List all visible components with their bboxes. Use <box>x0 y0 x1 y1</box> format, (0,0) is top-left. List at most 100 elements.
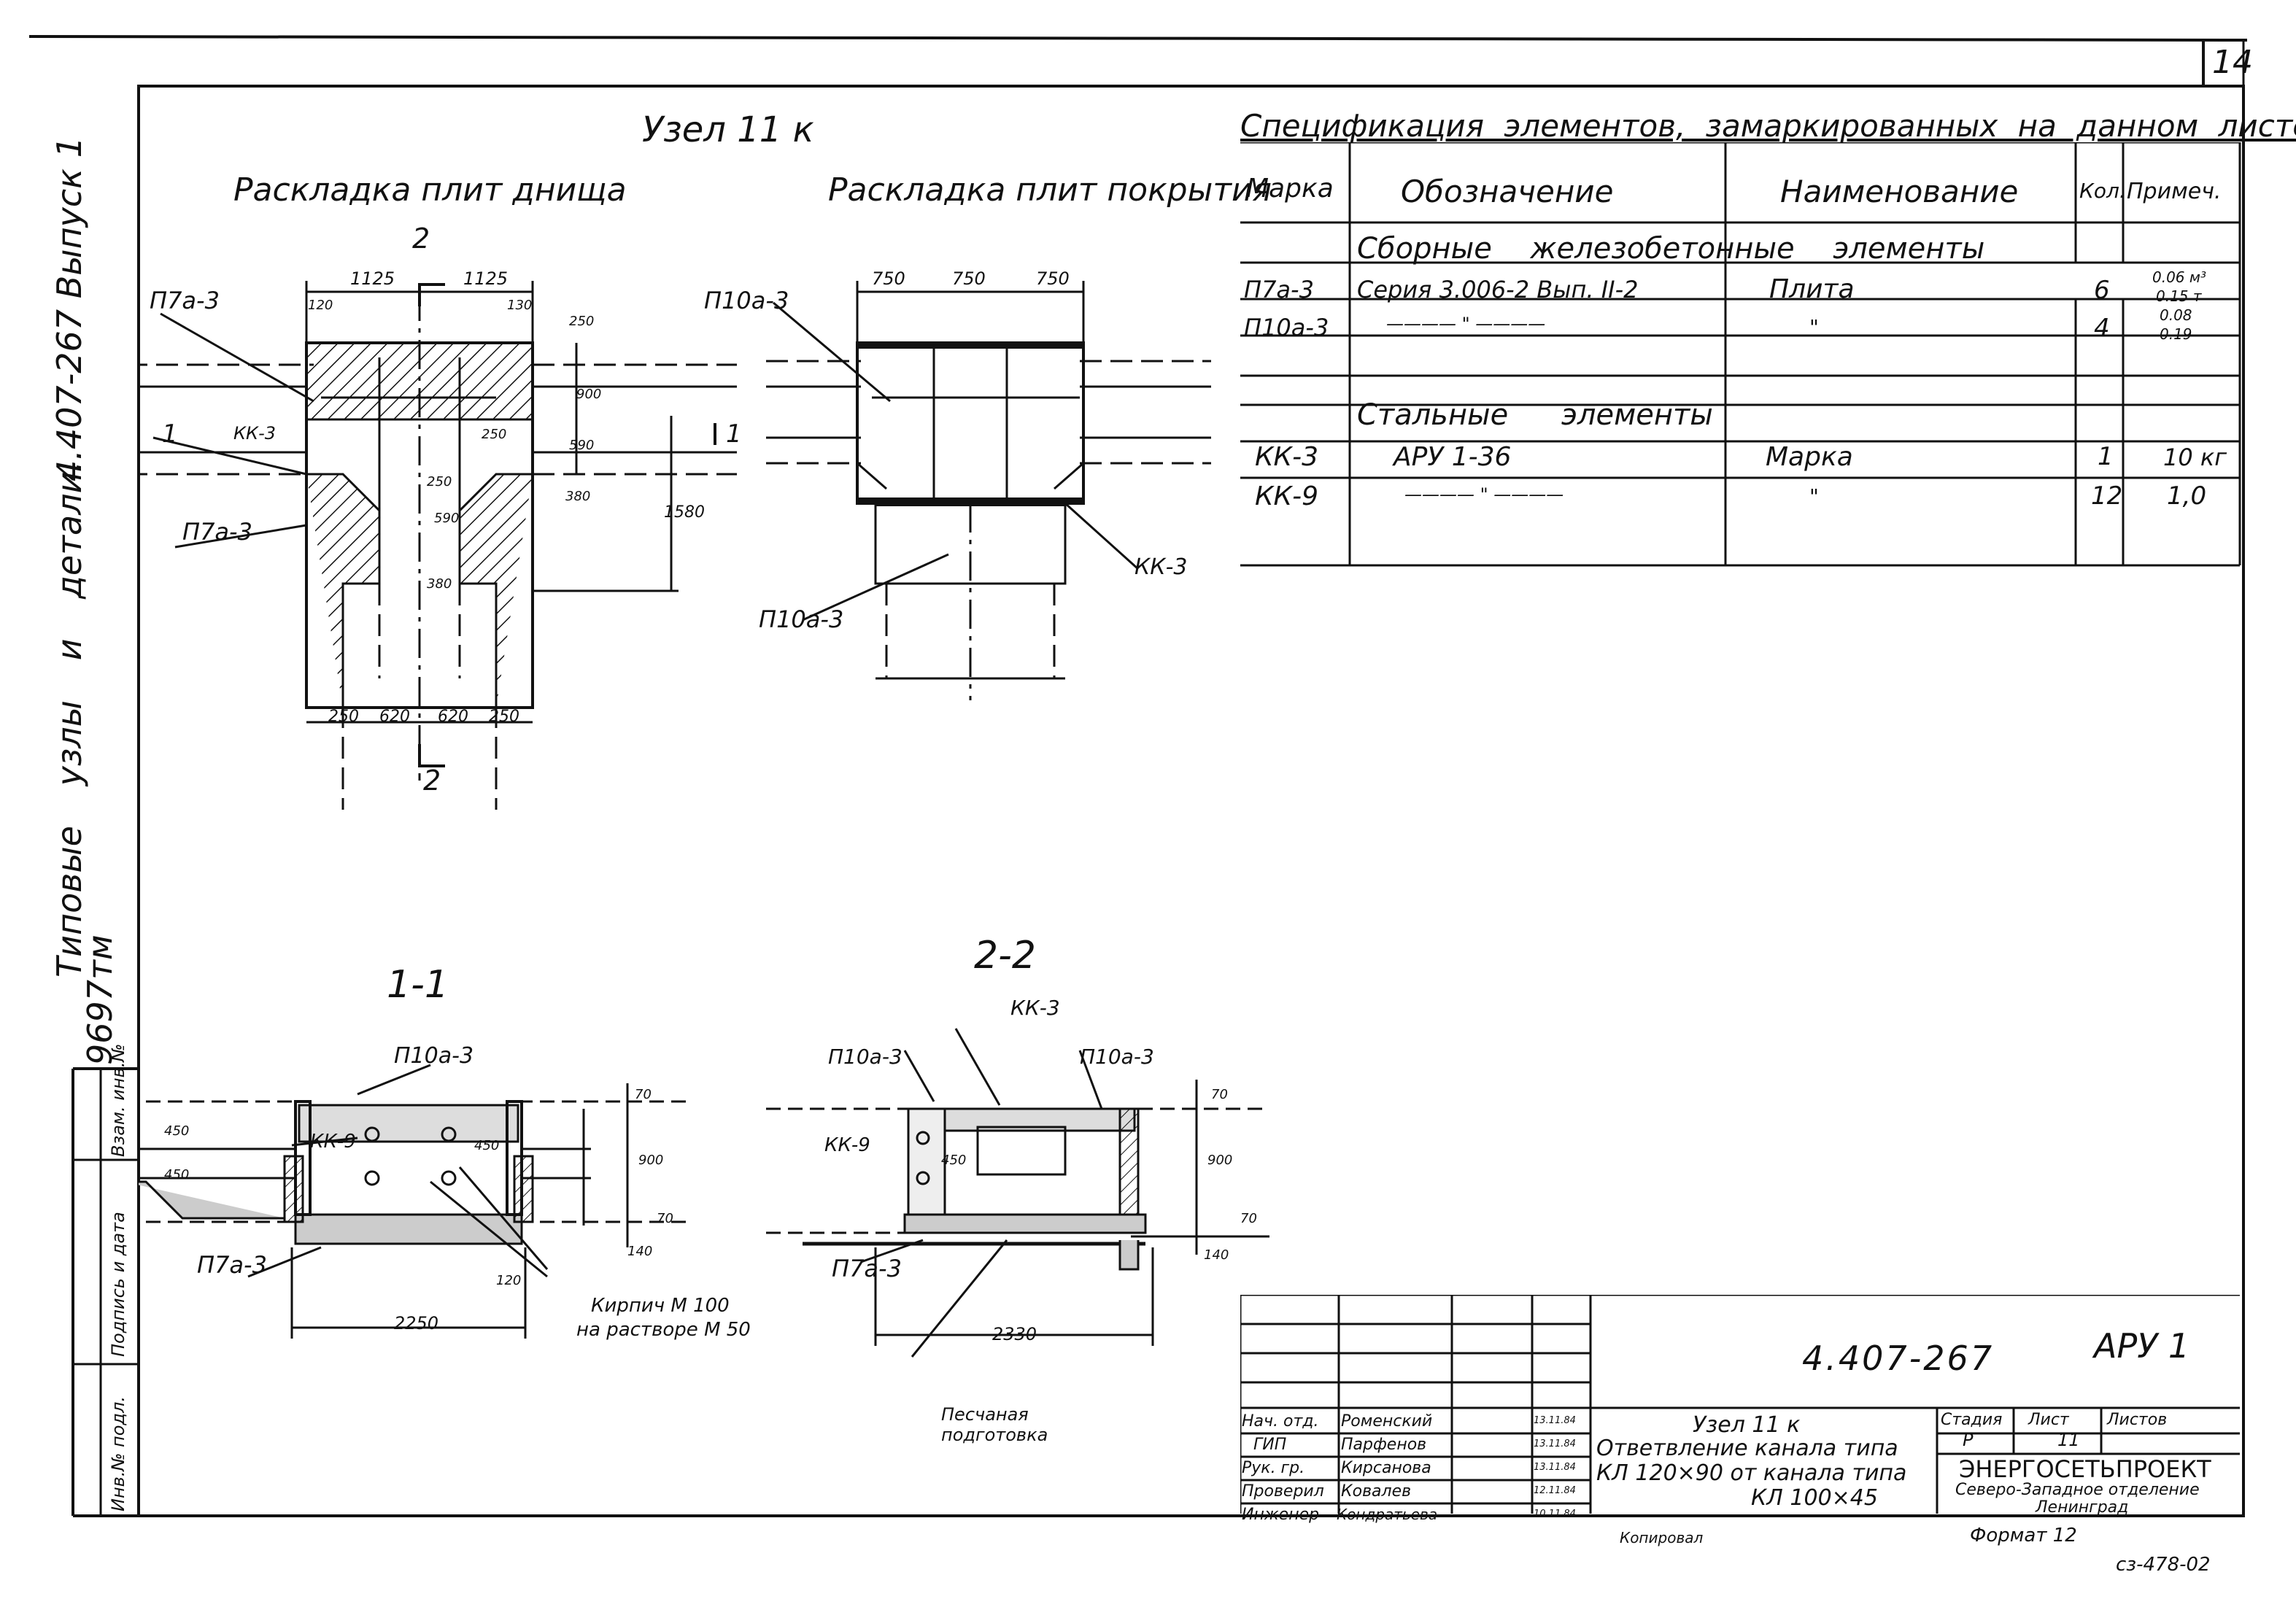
spec-header-qty: Кол. <box>2079 179 2126 203</box>
stamp-signature-date: Подпись и дата <box>108 1212 128 1357</box>
release-label: 4.407-267 Выпуск 1 <box>50 136 89 481</box>
spec-row3-note: 10 кг <box>2163 444 2227 471</box>
spec-header-mark: Марка <box>1246 174 1334 204</box>
title-code: 4.407-267 <box>1802 1339 1995 1378</box>
dim-380b: 380 <box>427 576 452 592</box>
desc-line-1: Ответвление канала типа <box>1596 1436 1898 1461</box>
dim-s1-450b: 450 <box>474 1138 500 1153</box>
dim-cov-750a: 750 <box>872 268 905 289</box>
cover-layout-title: Раскладка плит покрытия <box>828 171 1272 209</box>
desc-line-0: Узел 11 к <box>1693 1412 1801 1438</box>
mark-p10-s22-right: П10а-3 <box>1080 1045 1154 1069</box>
spec-row4-note: 1,0 <box>2167 481 2207 511</box>
mark-kk9-s22: КК-9 <box>824 1134 870 1156</box>
spec-group-steel: Стальные элементы <box>1357 398 1713 432</box>
role-0: Нач. отд. <box>1242 1412 1319 1430</box>
mark-p10-cover-bottom: П10а-3 <box>759 605 844 633</box>
dim-590b: 590 <box>434 511 460 526</box>
stamp-replace-inv: Взам. инв.№ <box>108 1043 128 1157</box>
spec-row4-name: " <box>1809 484 1819 508</box>
dim-s2-140: 140 <box>1204 1247 1229 1263</box>
desc-line-2: КЛ 120×90 от канала типа <box>1596 1460 1907 1486</box>
spec-title: Спецификация элементов, замаркированных … <box>1240 108 2296 144</box>
spec-row3-name: Марка <box>1766 442 1853 472</box>
title-block-grid <box>1240 1295 2240 1514</box>
spec-row2-qty: 4 <box>2094 314 2110 343</box>
spec-row1-designation: Серия 3.006-2 Вып. II-2 <box>1357 276 1639 303</box>
mark-kk3-s22: КК-3 <box>1010 996 1060 1020</box>
mark-kk9-s11: КК-9 <box>310 1131 356 1153</box>
spec-row3-designation: АРУ 1-36 <box>1394 442 1512 472</box>
org-branch: Северо-Западное отделение <box>1955 1481 2200 1499</box>
spec-row1-name: Плита <box>1769 274 1855 304</box>
section-1-1 <box>139 1064 693 1339</box>
sheets-header: Листов <box>2107 1411 2168 1429</box>
archive-number: сз-478-02 <box>2116 1554 2211 1576</box>
dim-130: 130 <box>507 298 533 313</box>
bottom-layout-title: Раскладка плит днища <box>233 171 627 209</box>
spec-row2-note1: 0.08 <box>2160 306 2192 324</box>
date-0: 13.11.84 <box>1534 1415 1576 1426</box>
mark-p7-s11: П7а-3 <box>197 1251 267 1279</box>
sheet-header: Лист <box>2028 1411 2069 1429</box>
date-1: 13.11.84 <box>1534 1439 1576 1449</box>
dim-s1-450c: 450 <box>164 1167 190 1182</box>
section-22-title: 2-2 <box>974 934 1036 977</box>
note-brick: Кирпич М 100 <box>591 1295 730 1317</box>
dim-s1-120: 120 <box>496 1273 522 1288</box>
mark-p7-top: П7а-3 <box>150 287 220 314</box>
stage-header: Стадия <box>1941 1411 2003 1429</box>
series-title: Типовые узлы и детали. <box>50 460 89 977</box>
date-2: 13.11.84 <box>1534 1462 1576 1473</box>
dim-s2-70: 70 <box>1211 1087 1228 1102</box>
role-1: ГИП <box>1253 1436 1287 1454</box>
cut-mark-2-top: 2 <box>412 222 430 255</box>
spec-header-name: Наименование <box>1780 174 2019 209</box>
note-mortar: на растворе М 50 <box>576 1319 751 1341</box>
dim-bot-620b: 620 <box>438 708 468 726</box>
sheet-number: 14 <box>2212 44 2253 81</box>
role-3: Проверил <box>1242 1482 1324 1501</box>
spec-row4-qty: 12 <box>2091 481 2123 511</box>
dim-s2-70b: 70 <box>1240 1211 1257 1226</box>
name-1: Парфенов <box>1341 1436 1427 1454</box>
org-city: Ленинград <box>2036 1498 2129 1517</box>
dim-250-right: 250 <box>569 314 595 329</box>
stage-value: Р <box>1963 1430 1974 1450</box>
dim-1580: 1580 <box>664 503 705 522</box>
section-2-2 <box>766 1028 1269 1358</box>
section-11-title: 1-1 <box>387 963 449 1007</box>
format-label: Формат 12 <box>1970 1525 2077 1546</box>
spec-row1-mark: П7а-3 <box>1244 276 1314 303</box>
dim-s1-2250: 2250 <box>394 1313 439 1333</box>
dim-s1-70b: 70 <box>657 1211 673 1226</box>
spec-table-grid <box>1240 142 2241 567</box>
desc-line-3: КЛ 100×45 <box>1751 1485 1878 1511</box>
name-3: Ковалев <box>1341 1482 1412 1501</box>
name-2: Кирсанова <box>1341 1459 1431 1477</box>
copied-label: Копировал <box>1620 1529 1704 1546</box>
dim-120: 120 <box>308 298 333 313</box>
dim-900: 900 <box>576 387 602 402</box>
spec-row1-note1: 0.06 м³ <box>2152 268 2206 286</box>
spec-header-note: Примеч. <box>2127 179 2222 204</box>
mark-p7-bottom: П7а-3 <box>182 518 252 546</box>
dim-bot-620a: 620 <box>379 708 410 726</box>
spec-row4-mark: КК-9 <box>1255 481 1319 511</box>
stamp-original-inv: Инв.№ подл. <box>108 1396 128 1511</box>
cover-layout-plan <box>766 281 1211 700</box>
spec-row4-designation: ———— " ———— <box>1404 484 1564 505</box>
dim-s2-2330: 2330 <box>992 1324 1037 1344</box>
role-4: Инженер <box>1242 1506 1320 1524</box>
spec-row2-note2: 0.19 <box>2160 325 2192 343</box>
spec-row2-name: " <box>1809 315 1819 339</box>
dim-380: 380 <box>565 489 591 504</box>
dim-cov-750b: 750 <box>952 268 986 289</box>
bottom-layout-plan <box>139 281 737 810</box>
dim-590: 590 <box>569 438 595 453</box>
spec-row1-note2: 0.15 т <box>2156 287 2202 305</box>
dim-bot-250b: 250 <box>489 708 519 726</box>
node-title: Узел 11 к <box>642 109 814 150</box>
mark-p10-s11: П10а-3 <box>394 1043 474 1069</box>
dim-s2-900: 900 <box>1207 1153 1233 1168</box>
